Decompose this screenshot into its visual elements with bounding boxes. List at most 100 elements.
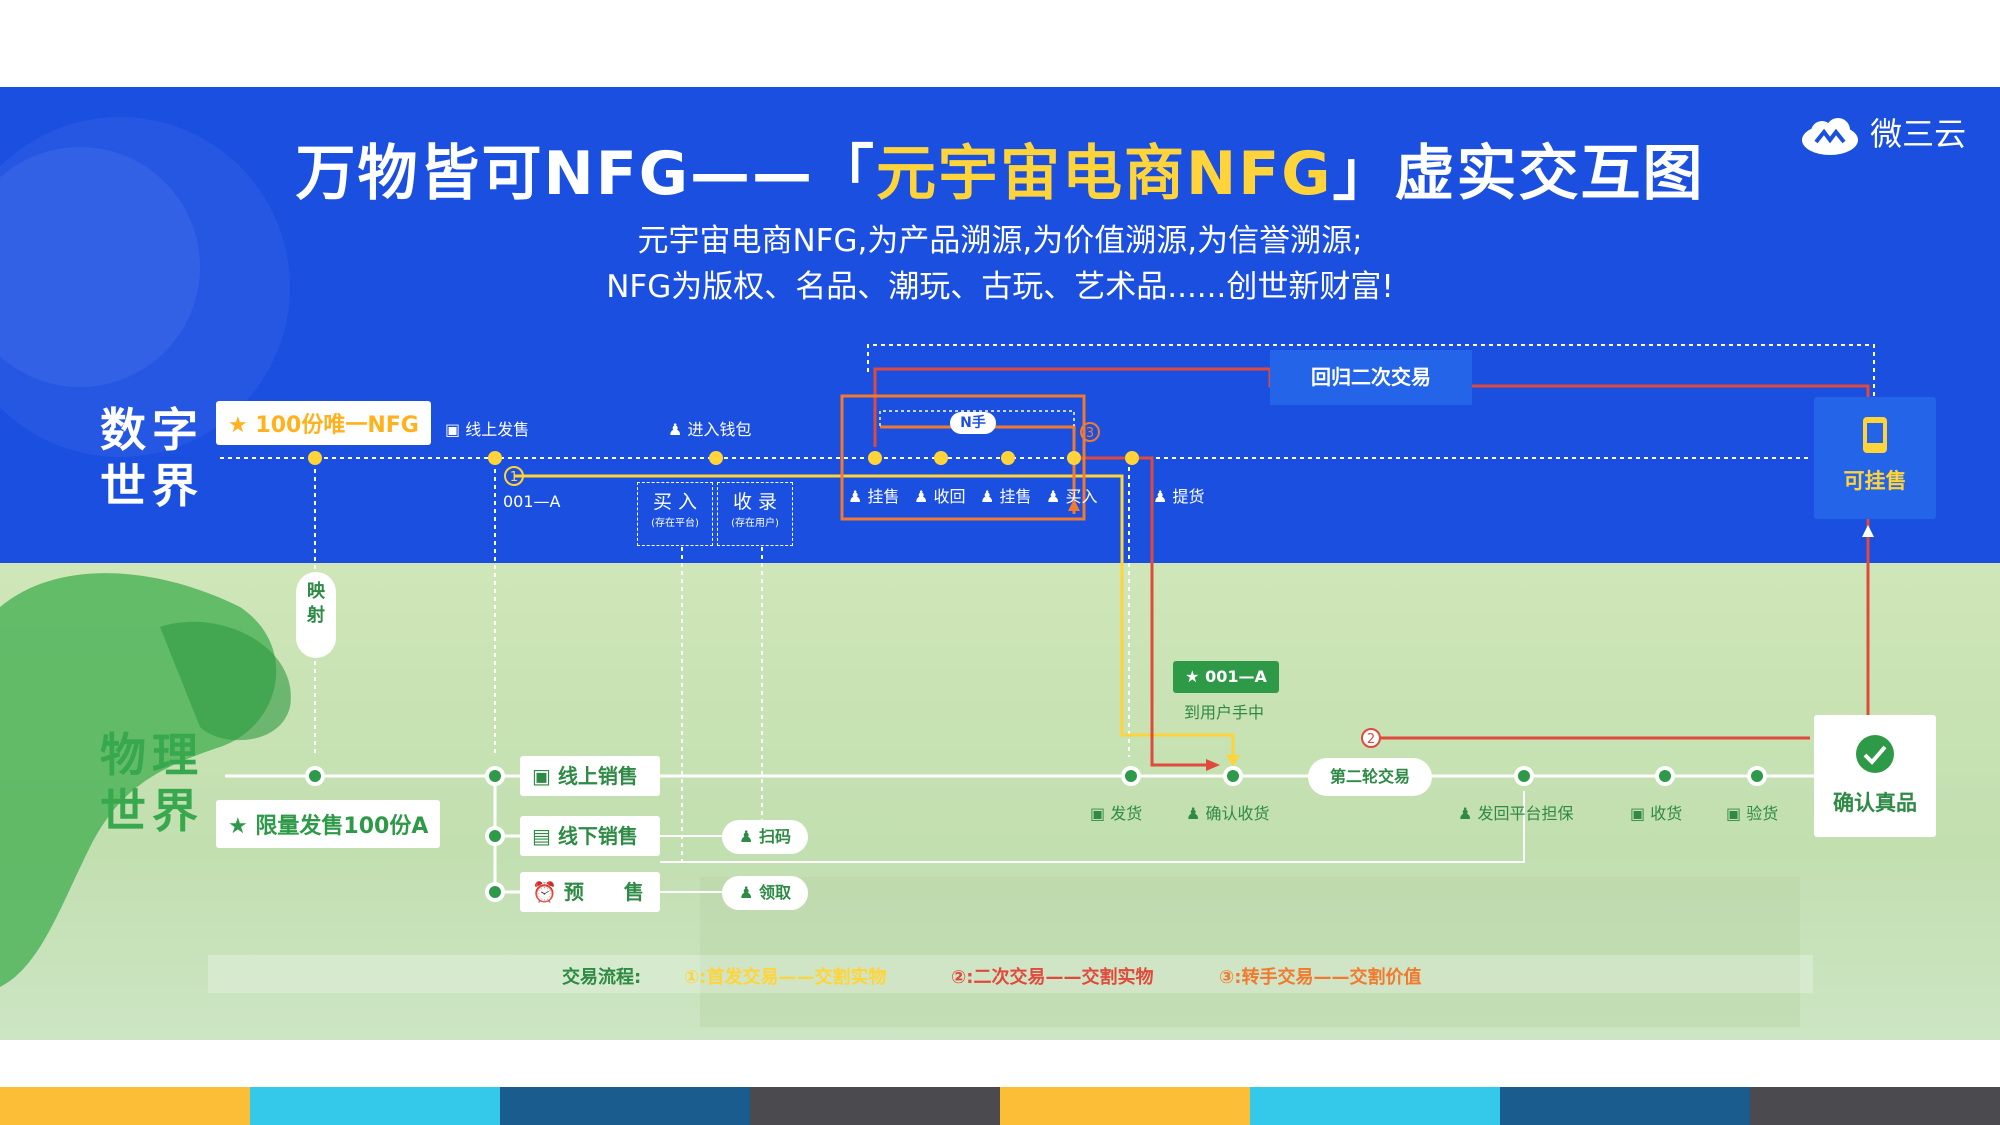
pickup-label: ♟ 提货 <box>1153 487 1205 506</box>
online-issue-label: ▣ 线上发售 <box>445 420 530 439</box>
monitor-icon: ▣ <box>532 764 551 788</box>
monitor-icon: ▣ <box>1630 804 1646 823</box>
user-icon: ♟ <box>1186 804 1201 823</box>
receive-badge: ♟ 领取 <box>722 876 808 910</box>
user-icon: ♟ <box>1046 487 1061 506</box>
collect-box: 收 录 (存在用户) <box>717 482 793 546</box>
second-round-badge: 第二轮交易 <box>1308 758 1432 796</box>
id-badge: ★ 001—A <box>1173 661 1279 693</box>
flow-2-ship-path <box>1074 456 1210 767</box>
return-secondary-badge: 回归二次交易 <box>1270 350 1472 405</box>
decoration-layer <box>0 117 1800 1027</box>
confirm-genuine-box: 确认真品 <box>1814 715 1936 837</box>
marker-3 <box>1080 422 1100 442</box>
bottom-stripe-4 <box>750 1087 1000 1125</box>
trade-label-list2: ♟ 挂售 <box>980 487 1032 506</box>
flow-3-arrow <box>1068 499 1080 511</box>
return-escrow-label: ♟ 发回平台担保 <box>1458 804 1574 823</box>
legend-bar <box>208 955 1813 993</box>
globe-decoration <box>0 117 290 457</box>
receive-goods-label: ▣ 收货 <box>1630 804 1683 823</box>
nfg-tag: ★ 100份唯一NFG <box>216 401 431 445</box>
user-icon: ♟ <box>1153 487 1168 506</box>
flow-1-arrow <box>1226 755 1240 767</box>
store-icon: ▤ <box>532 824 551 848</box>
monitor-icon: ▣ <box>1090 804 1106 823</box>
user-icon: ♟ <box>914 487 929 506</box>
marker-2 <box>1361 728 1381 748</box>
bottom-stripe-1 <box>0 1087 250 1125</box>
bottom-stripe-5 <box>1000 1087 1250 1125</box>
bottom-stripe-2 <box>250 1087 500 1125</box>
marker-1 <box>504 466 524 486</box>
physical-dots <box>305 766 1767 902</box>
flow-lines: 1 2 3 <box>220 344 1875 902</box>
user-icon: ♟ <box>668 420 683 439</box>
offline-sales-box: ▤ 线下销售 <box>520 816 660 856</box>
star-icon: ★ <box>1185 667 1200 686</box>
phone-icon <box>1863 417 1887 453</box>
page-title: 万物皆可NFG——「元宇宙电商NFG」虚实交互图 <box>295 139 1705 209</box>
star-icon: ★ <box>228 413 248 438</box>
buy-box: 买 入 (存在平台) <box>637 482 713 546</box>
trade-label-list1: ♟ 挂售 <box>848 487 900 506</box>
flow-3-loop <box>880 425 1076 514</box>
user-icon: ♟ <box>739 883 754 902</box>
user-icon: ♟ <box>848 487 863 506</box>
logo-text: 微三云 <box>1870 115 1967 153</box>
monitor-icon: ▣ <box>1726 804 1742 823</box>
flow-2-return-path <box>873 367 1870 715</box>
infographic-panel: 万物皆可NFG——「元宇宙电商NFG」虚实交互图 元宇宙电商NFG,为产品溯源,… <box>0 87 2000 1040</box>
can-list-box: 可挂售 <box>1814 397 1936 519</box>
escrow-link <box>660 791 1525 863</box>
city-skyline-decoration <box>700 877 1800 1027</box>
digital-world-label: 数字世界 <box>100 403 204 513</box>
confirm-receipt-label: ♟ 确认收货 <box>1186 804 1270 823</box>
bottom-stripe-7 <box>1500 1087 1750 1125</box>
legend-item-2: ②:二次交易——交割实物 <box>951 967 1154 988</box>
mapping-badge: 映射 <box>296 572 336 658</box>
wallet-label: ♟ 进入钱包 <box>668 420 752 439</box>
legend-item-3: ③:转手交易——交割价值 <box>1219 967 1422 988</box>
brand-logo: 微三云 <box>1800 109 1970 169</box>
legend-item-1: ①:首发交易——交割实物 <box>684 967 887 988</box>
alarm-clock-icon: ⏰ <box>532 880 557 904</box>
user-icon: ♟ <box>739 827 754 846</box>
digital-dots <box>308 451 1139 465</box>
bottom-stripe-8 <box>1750 1087 2000 1125</box>
up-arrow <box>1862 525 1874 537</box>
subtitle-line-2: NFG为版权、名品、潮玩、古玩、艺术品......创世新财富! <box>606 269 1394 305</box>
bottom-stripe-3 <box>500 1087 750 1125</box>
trade-label-recall: ♟ 收回 <box>914 487 966 506</box>
flow-1-path <box>514 474 1235 759</box>
presale-box: ⏰ 预 售 <box>520 872 660 912</box>
inspect-label: ▣ 验货 <box>1726 804 1779 823</box>
check-circle-icon <box>1856 735 1894 773</box>
n-hand-dashed <box>879 410 1075 426</box>
ship-label: ▣ 发货 <box>1090 804 1143 823</box>
monitor-icon: ▣ <box>445 420 461 439</box>
leaf-decoration-2 <box>160 621 291 741</box>
digital-world-background <box>0 87 2000 563</box>
flow-3-frame <box>840 394 1086 521</box>
star-icon: ★ <box>228 814 248 839</box>
bottom-stripe-6 <box>1250 1087 1500 1125</box>
globe-decoration-inner <box>0 147 200 387</box>
subtitle-line-1: 元宇宙电商NFG,为产品溯源,为价值溯源,为信誉溯源; <box>637 223 1363 259</box>
scan-badge: ♟ 扫码 <box>722 820 808 854</box>
cloud-logo-icon <box>1802 118 1858 155</box>
id-label: 001—A <box>503 492 561 511</box>
trade-label-buy: ♟ 买入 <box>1046 487 1098 506</box>
svg-text:2: 2 <box>1367 732 1375 747</box>
legend-label: 交易流程: <box>562 967 642 988</box>
user-icon: ♟ <box>1458 804 1473 823</box>
user-icon: ♟ <box>980 487 995 506</box>
n-hand-badge: N手 <box>950 412 996 434</box>
physical-world-label: 物理世界 <box>100 728 204 838</box>
limited-issue-tag: ★ 限量发售100份A <box>216 800 441 848</box>
online-sales-box: ▣ 线上销售 <box>520 756 660 796</box>
svg-text:1: 1 <box>510 470 518 485</box>
flow-2-arrow <box>1206 759 1220 771</box>
svg-text:3: 3 <box>1086 426 1094 441</box>
to-user-label: 到用户手中 <box>1184 703 1265 722</box>
